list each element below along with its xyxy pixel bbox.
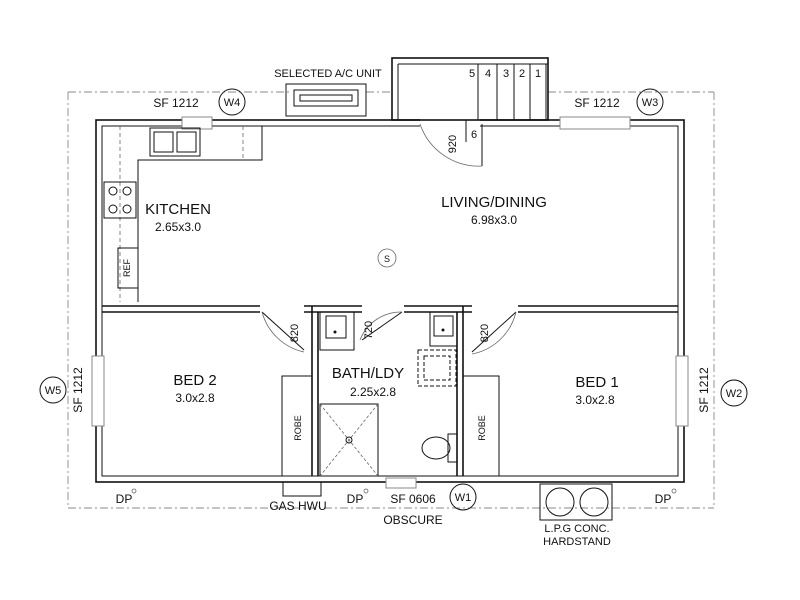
obscure-label: OBSCURE (383, 513, 442, 527)
bed2-robe-label: ROBE (293, 415, 303, 441)
w3-tag: W3 (642, 97, 659, 109)
cooktop (103, 181, 137, 219)
lpg-label-line1: L.P.G CONC. (544, 523, 609, 535)
bed2-name: BED 2 (173, 372, 216, 389)
w1-tag: W1 (455, 492, 472, 504)
window-w3 (559, 116, 631, 130)
ac-unit (285, 83, 367, 117)
laundry-tub (429, 311, 458, 347)
gas-hwu (282, 481, 322, 497)
bed1-dims: 3.0x2.8 (575, 393, 615, 407)
bed1-door-width: 820 (479, 324, 491, 342)
ac-unit-label: SELECTED A/C UNIT (274, 68, 382, 80)
kitchen-name: KITCHEN (145, 201, 211, 218)
w2-size: SF 1212 (697, 367, 711, 413)
step-4-label: 4 (485, 68, 491, 80)
bed2-door (261, 311, 305, 353)
bed2-door-width: 820 (289, 324, 301, 342)
bed2-robe (281, 375, 313, 477)
step-5-label: 5 (469, 68, 475, 80)
window-tags (39, 88, 748, 511)
downpipe-markers (131, 488, 677, 494)
shower (319, 403, 379, 477)
bed1-robe (462, 375, 500, 477)
smoke-detector-label: S (384, 254, 390, 264)
bed2-dims: 3.0x2.8 (175, 391, 215, 405)
downpipe-label-center: DP (347, 492, 364, 506)
kitchen-benches (119, 126, 263, 302)
bed1-name: BED 1 (575, 374, 618, 391)
washing-machine (417, 349, 457, 387)
entry-door (419, 123, 483, 167)
step-6-label: 6 (471, 129, 477, 141)
window-w5 (91, 355, 105, 427)
bed1-robe-label: ROBE (477, 415, 487, 441)
vanity-basin-left (319, 311, 355, 351)
step-1-label: 1 (535, 68, 541, 80)
bath-dims: 2.25x2.8 (350, 385, 396, 399)
entry-door-width: 920 (447, 135, 459, 153)
living-name: LIVING/DINING (441, 194, 547, 211)
w1-size: SF 0606 (390, 492, 436, 506)
window-w1 (385, 477, 417, 489)
refrigerator (117, 247, 139, 289)
downpipe-label-left: DP (116, 492, 133, 506)
w3-size: SF 1212 (574, 96, 620, 110)
step-2-label: 2 (519, 68, 525, 80)
kitchen-dims: 2.65x3.0 (155, 220, 201, 234)
bed1-door (471, 311, 517, 355)
w5-tag: W5 (45, 385, 62, 397)
kitchen-sink (149, 127, 201, 157)
site-boundary (67, 91, 715, 509)
window-w2 (675, 355, 689, 427)
w4-size: SF 1212 (153, 96, 199, 110)
toilet (421, 433, 458, 463)
entry-stairs (391, 57, 549, 142)
living-dims: 6.98x3.0 (471, 213, 517, 227)
w4-tag: W4 (224, 97, 241, 109)
window-w4 (181, 116, 213, 130)
bath-door (359, 311, 403, 341)
gas-hwu-label: GAS HWU (269, 499, 326, 513)
outer-walls (95, 119, 685, 483)
smoke-detector-icon (377, 248, 397, 268)
bath-name: BATH/LDY (332, 365, 404, 382)
bath-door-width: 720 (363, 321, 375, 339)
w2-tag: W2 (726, 388, 743, 400)
w5-size: SF 1212 (71, 367, 85, 413)
ref-label: REF (122, 258, 132, 277)
step-3-label: 3 (503, 68, 509, 80)
lpg-label-line2: HARDSTAND (543, 536, 611, 548)
downpipe-label-right: DP (655, 492, 672, 506)
lpg-cylinders (539, 483, 613, 521)
